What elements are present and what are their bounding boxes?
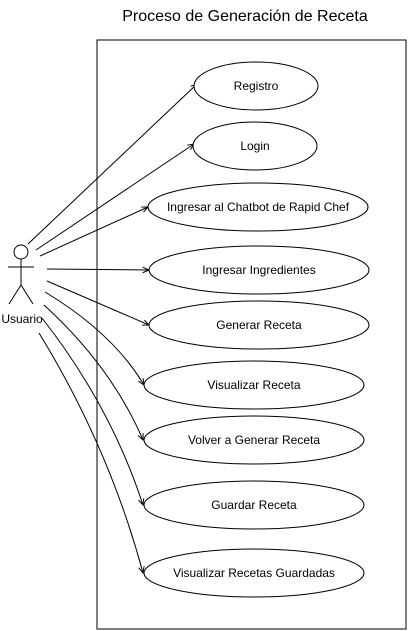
use-case-ellipse (143, 480, 365, 530)
use-case-ellipse (192, 121, 318, 171)
use-case-label: Ingresar al Chatbot de Rapid Chef (167, 200, 350, 214)
use-case-label: Generar Receta (216, 318, 302, 332)
use-case-ellipse (193, 61, 319, 111)
use-case-ingredientes: Ingresar Ingredientes (148, 245, 370, 295)
use-case-generar: Generar Receta (148, 300, 370, 350)
diagram-title: Proceso de Generación de Receta (122, 8, 368, 25)
association-arrow-ingredientes (46, 269, 149, 270)
use-case-ellipse (143, 548, 365, 598)
use-case-login: Login (192, 121, 318, 171)
system-boundary (96, 39, 407, 630)
use-case-label: Visualizar Receta (207, 378, 300, 392)
use-case-guardar: Guardar Receta (143, 480, 365, 530)
use-case-registro: Registro (193, 61, 319, 111)
association-arrow-guardadas (38, 332, 143, 573)
use-case-label: Guardar Receta (211, 498, 297, 512)
use-case-ellipse (143, 415, 365, 465)
association-arrow-generar (46, 280, 149, 325)
use-case-label: Volver a Generar Receta (188, 433, 320, 447)
use-case-chatbot: Ingresar al Chatbot de Rapid Chef (147, 182, 369, 232)
use-case-volver: Volver a Generar Receta (143, 415, 365, 465)
association-arrow-chatbot (39, 207, 148, 257)
association-arrow-registro (27, 84, 197, 245)
association-arrow-volver (43, 304, 143, 440)
use-case-visualizar: Visualizar Receta (143, 360, 365, 410)
use-case-ellipse (148, 245, 370, 295)
actor-right-leg (20, 284, 34, 305)
association-arrow-login (35, 144, 194, 251)
use-case-ellipse (143, 360, 365, 410)
actor-usuario: Usuario (1, 244, 43, 326)
use-case-label: Ingresar Ingredientes (202, 263, 315, 277)
associations (27, 84, 197, 573)
actor-head (13, 244, 29, 260)
use-case-guardadas: Visualizar Recetas Guardadas (143, 548, 365, 598)
use-case-label: Visualizar Recetas Guardadas (173, 566, 335, 580)
use-case-label: Login (240, 139, 269, 153)
use-case-label: Registro (234, 79, 279, 93)
association-arrow-guardar (41, 317, 143, 505)
association-arrow-visualizar (44, 291, 144, 385)
use-case-ellipse (147, 182, 369, 232)
use-case-ellipse (148, 300, 370, 350)
actor-label: Usuario (1, 312, 43, 326)
actor-left-leg (8, 284, 22, 305)
